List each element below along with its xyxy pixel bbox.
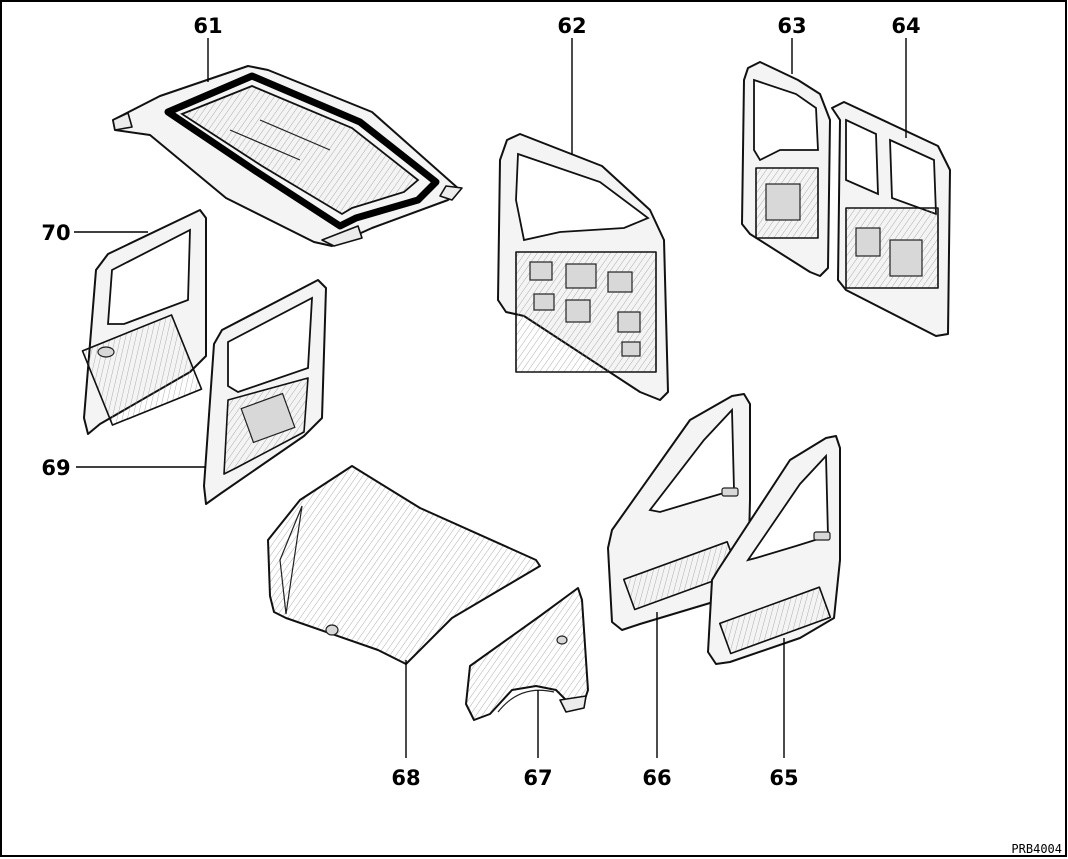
- callout-61: 61: [193, 14, 222, 38]
- rear-door-right: [831, 101, 951, 337]
- callout-65: 65: [769, 766, 798, 790]
- callout-62: 62: [557, 14, 586, 38]
- callout-66: 66: [642, 766, 671, 790]
- callout-67: 67: [523, 766, 552, 790]
- tailgate-panel: [497, 133, 669, 401]
- callout-68: 68: [391, 766, 420, 790]
- rear-door-left: [741, 61, 831, 277]
- front-wing-panel: [465, 587, 589, 721]
- front-door-left: [607, 393, 751, 631]
- callout-69: 69: [41, 456, 70, 480]
- bonnet-panel: [267, 465, 541, 665]
- sliding-door-inner-frame: [203, 279, 327, 505]
- front-door-right: [707, 435, 841, 665]
- reference-code: PRB4004: [1011, 842, 1062, 856]
- callout-63: 63: [777, 14, 806, 38]
- callout-70: 70: [41, 221, 70, 245]
- sliding-door-outer-panel: [81, 209, 207, 435]
- roof-panel: [112, 65, 463, 247]
- callout-64: 64: [891, 14, 920, 38]
